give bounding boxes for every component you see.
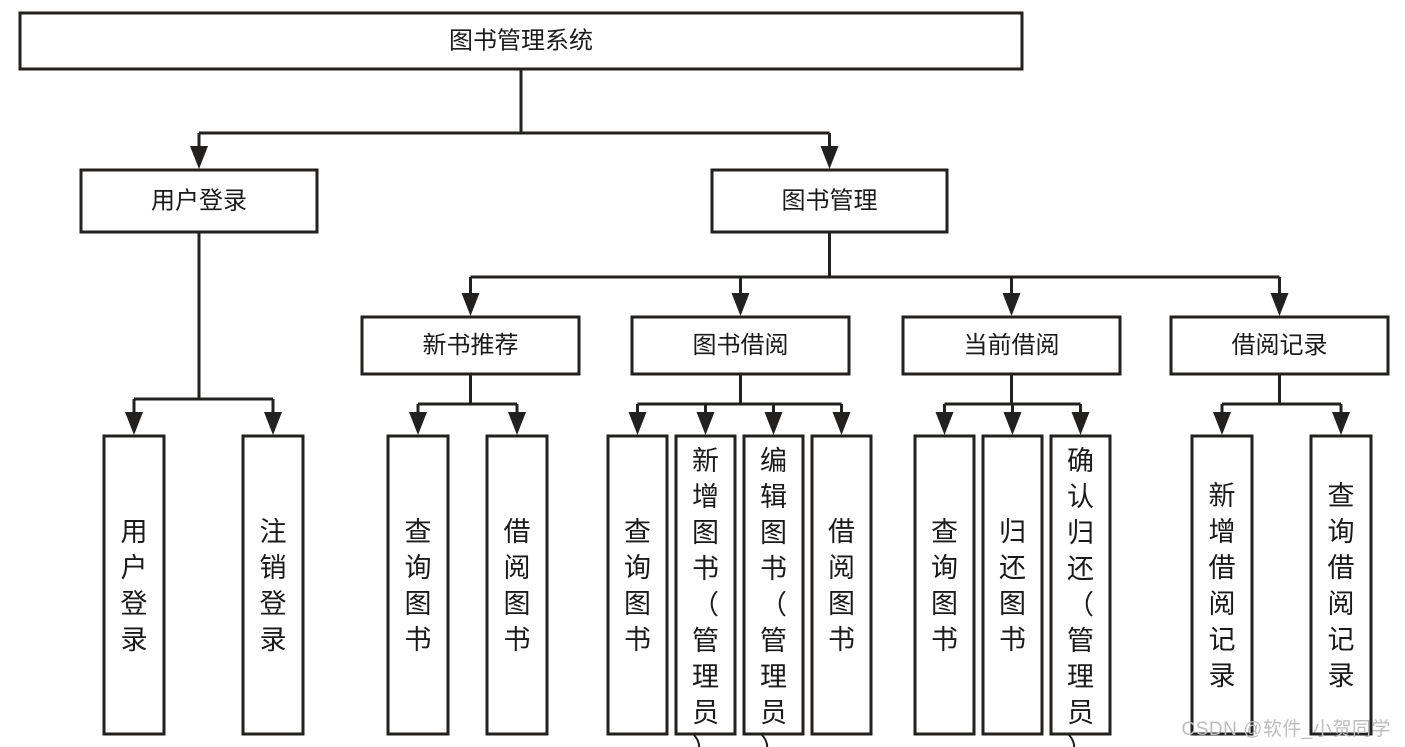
node-leaf-query-book-cur[interactable]: 查询图书 [913, 434, 976, 736]
node-layer: 图书管理系统用户登录图书管理新书推荐图书借阅当前借阅借阅记录用户登录注销登录查询… [18, 11, 1390, 747]
node-label: 确认归还（管理员） [1067, 446, 1094, 747]
node-label: 借阅图书 [828, 517, 855, 655]
node-leaf-query-record[interactable]: 查询借阅记录 [1309, 434, 1373, 736]
node-current-borrow[interactable]: 当前借阅 [901, 315, 1122, 376]
node-box [102, 434, 166, 736]
arrow-head-icon [764, 412, 783, 435]
node-label: 注销登录 [260, 517, 287, 655]
node-box [674, 434, 737, 736]
node-leaf-add-record[interactable]: 新增借阅记录 [1190, 434, 1254, 736]
node-label: 编辑图书（管理员） [760, 446, 787, 747]
connector-layer [125, 69, 1350, 435]
arrow-head-icon [832, 412, 851, 435]
node-label: 归还图书 [999, 517, 1026, 655]
node-leaf-return-book[interactable]: 归还图书 [981, 434, 1044, 736]
node-book-borrow[interactable]: 图书借阅 [630, 315, 851, 376]
node-label: 用户登录 [121, 517, 148, 655]
node-box [981, 434, 1044, 736]
node-label: 查询图书 [405, 517, 432, 655]
node-leaf-borrow-book-rec[interactable]: 借阅图书 [485, 434, 549, 736]
arrow-head-icon [1332, 412, 1350, 435]
arrow-head-icon [461, 293, 480, 316]
arrow-head-icon [508, 412, 526, 435]
node-box [630, 315, 851, 376]
node-label: 图书管理 [782, 187, 878, 214]
arrow-head-icon [820, 146, 839, 169]
node-label: 新增借阅记录 [1209, 481, 1236, 691]
node-label: 借阅记录 [1232, 332, 1328, 359]
node-box [1190, 434, 1254, 736]
node-box [485, 434, 549, 736]
node-book-manage[interactable]: 图书管理 [710, 168, 949, 234]
node-label: 新增图书（管理员） [692, 446, 719, 747]
node-new-book-rec[interactable]: 新书推荐 [360, 315, 581, 376]
node-label: 图书管理系统 [449, 27, 593, 54]
arrow-head-icon [1071, 412, 1090, 435]
node-box [606, 434, 669, 736]
arrow-head-icon [1213, 412, 1231, 435]
node-leaf-confirm-return[interactable]: 确认归还（管理员） [1049, 434, 1112, 747]
node-label: 查询图书 [931, 517, 958, 655]
node-user-login[interactable]: 用户登录 [79, 168, 319, 234]
arrow-head-icon [1003, 412, 1022, 435]
node-label: 新书推荐 [423, 332, 519, 359]
node-label: 借阅图书 [504, 517, 531, 655]
node-leaf-query-book[interactable]: 查询图书 [606, 434, 669, 736]
arrow-head-icon [731, 293, 750, 316]
arrow-head-icon [935, 412, 954, 435]
node-box [1309, 434, 1373, 736]
node-borrow-record[interactable]: 借阅记录 [1169, 315, 1390, 376]
arrow-head-icon [1002, 293, 1021, 316]
node-label: 查询借阅记录 [1328, 481, 1355, 691]
node-label: 当前借阅 [964, 332, 1060, 359]
node-root[interactable]: 图书管理系统 [18, 11, 1024, 71]
node-box [18, 11, 1024, 71]
arrow-head-icon [628, 412, 647, 435]
node-box [710, 168, 949, 234]
node-label: 查询图书 [624, 517, 651, 655]
node-box [901, 315, 1122, 376]
node-leaf-edit-book[interactable]: 编辑图书（管理员） [742, 434, 805, 747]
node-box [360, 315, 581, 376]
node-leaf-borrow-book[interactable]: 借阅图书 [810, 434, 873, 736]
node-box [386, 434, 450, 736]
arrow-head-icon [190, 146, 208, 169]
node-box [913, 434, 976, 736]
node-label: 用户登录 [151, 187, 247, 214]
arrow-head-icon [696, 412, 715, 435]
arrow-head-icon [125, 412, 143, 435]
arrow-head-icon [1270, 293, 1289, 316]
node-box [241, 434, 305, 736]
node-box [742, 434, 805, 736]
node-box [79, 168, 319, 234]
node-leaf-query-book-rec[interactable]: 查询图书 [386, 434, 450, 736]
node-label: 图书借阅 [693, 332, 789, 359]
node-box [1169, 315, 1390, 376]
node-box [810, 434, 873, 736]
node-leaf-logout[interactable]: 注销登录 [241, 434, 305, 736]
arrow-head-icon [409, 412, 427, 435]
node-leaf-add-book[interactable]: 新增图书（管理员） [674, 434, 737, 747]
arrow-head-icon [264, 412, 282, 435]
node-box [1049, 434, 1112, 736]
node-leaf-user-login[interactable]: 用户登录 [102, 434, 166, 736]
